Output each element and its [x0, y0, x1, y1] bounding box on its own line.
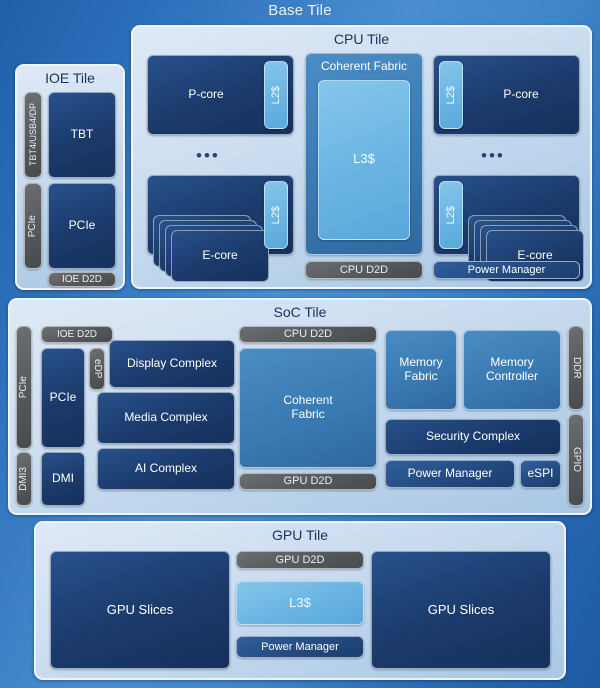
ioe-connector-pcie-label: PCIe — [27, 214, 39, 238]
soc-cpu-d2d[interactable]: CPU D2D — [239, 326, 377, 343]
soc-coherent-fabric-label: Coherent Fabric — [283, 393, 333, 421]
cpu-coherent-fabric[interactable]: Coherent Fabric L3$ — [305, 53, 423, 255]
soc-block-pcie-label: PCIe — [49, 390, 77, 405]
cpu-l3-cache-label: L3$ — [353, 151, 375, 167]
soc-cpu-d2d-label: CPU D2D — [283, 328, 333, 341]
soc-block-memory-controller[interactable]: Memory Controller — [463, 330, 561, 410]
cpu-left-pcore[interactable]: P-core — [153, 87, 259, 102]
cpu-l3-cache[interactable]: L3$ — [318, 79, 410, 240]
ioe-connector-tbt4-label: TBT4/USB4/DP — [27, 103, 38, 167]
cpu-coherent-fabric-label: Coherent Fabric — [320, 59, 408, 73]
gpu-right-slices[interactable]: GPU Slices — [371, 551, 551, 669]
cpu-left-ellipsis: ••• — [196, 146, 220, 165]
cpu-tile[interactable]: CPU Tile P-core L2$ L2$ P-core ••• ••• — [131, 25, 592, 289]
ioe-tile-title: IOE Tile — [45, 70, 95, 86]
soc-block-espi-label: eSPI — [527, 466, 554, 481]
soc-block-edp[interactable]: eDP — [89, 348, 105, 390]
cpu-left-pcore-l2[interactable]: L2$ — [264, 61, 288, 129]
gpu-l3-cache-label: L3$ — [289, 594, 311, 610]
cpu-right-pcore-l2[interactable]: L2$ — [439, 61, 463, 129]
soc-block-media-complex[interactable]: Media Complex — [97, 392, 235, 444]
soc-block-edp-label: eDP — [91, 359, 103, 379]
soc-power-manager-label: Power Manager — [407, 466, 493, 481]
ioe-connector-tbt4[interactable]: TBT4/USB4/DP — [24, 92, 42, 178]
soc-block-ai-complex-label: AI Complex — [134, 461, 198, 476]
soc-connector-pcie[interactable]: PCIe — [16, 326, 32, 449]
cpu-right-ellipsis: ••• — [481, 146, 505, 165]
gpu-power-manager-label: Power Manager — [261, 640, 339, 653]
gpu-left-slices[interactable]: GPU Slices — [50, 551, 230, 669]
cpu-right-ecore-l2[interactable]: L2$ — [439, 181, 463, 249]
cpu-right-pcore-group[interactable]: L2$ P-core — [433, 55, 580, 135]
cpu-right-ecore-group[interactable]: L2$ E-core — [433, 175, 584, 282]
cpu-right-pcore-label: P-core — [503, 87, 539, 102]
cpu-right-pcore[interactable]: P-core — [468, 87, 574, 102]
soc-block-pcie[interactable]: PCIe — [41, 348, 85, 448]
soc-coherent-fabric[interactable]: Coherent Fabric — [239, 348, 377, 468]
cpu-right-ecore-label: E-core — [517, 248, 553, 263]
soc-block-security-complex-label: Security Complex — [425, 429, 521, 444]
soc-block-display-complex-label: Display Complex — [126, 356, 218, 371]
soc-block-dmi[interactable]: DMI — [41, 452, 85, 506]
cpu-power-manager-label: Power Manager — [467, 263, 546, 276]
soc-connector-dmi3-label: DMI3 — [18, 467, 30, 491]
soc-gpu-d2d-label: GPU D2D — [283, 475, 333, 488]
soc-block-media-complex-label: Media Complex — [124, 410, 208, 425]
gpu-right-slices-label: GPU Slices — [427, 601, 495, 617]
soc-ioe-d2d-label: IOE D2D — [56, 328, 97, 340]
soc-connector-ddr[interactable]: DDR — [568, 326, 584, 410]
gpu-power-manager[interactable]: Power Manager — [236, 636, 364, 658]
soc-tile[interactable]: SoC Tile PCIe DMI3 DDR GPIO IOE D2D PCIe… — [8, 298, 592, 515]
cpu-left-ecore-group[interactable]: E-core L2$ — [147, 175, 294, 282]
gpu-left-slices-label: GPU Slices — [106, 601, 174, 617]
gpu-tile-title: GPU Tile — [271, 527, 328, 543]
soc-power-manager[interactable]: Power Manager — [385, 460, 515, 488]
gpu-d2d-label: GPU D2D — [275, 553, 325, 566]
ioe-connector-pcie[interactable]: PCIe — [24, 183, 42, 269]
ioe-d2d-label: IOE D2D — [61, 273, 102, 285]
ioe-d2d[interactable]: IOE D2D — [48, 272, 116, 287]
soc-tile-title: SoC Tile — [273, 304, 327, 320]
gpu-d2d[interactable]: GPU D2D — [236, 551, 364, 569]
cpu-right-ecore-l2-label: L2$ — [444, 205, 457, 225]
soc-block-espi[interactable]: eSPI — [520, 460, 561, 488]
ioe-block-pcie-label: PCIe — [68, 218, 96, 233]
cpu-left-pcore-group[interactable]: P-core L2$ — [147, 55, 294, 135]
soc-gpu-d2d[interactable]: GPU D2D — [239, 473, 377, 490]
cpu-left-ecore-l2[interactable]: L2$ — [264, 181, 288, 249]
cpu-d2d-label: CPU D2D — [339, 263, 389, 276]
cpu-tile-title: CPU Tile — [333, 31, 390, 47]
soc-connector-dmi3[interactable]: DMI3 — [16, 452, 32, 506]
cpu-left-ecore-label: E-core — [202, 248, 238, 263]
soc-block-memory-fabric-label: Memory Fabric — [399, 355, 443, 383]
gpu-l3-cache[interactable]: L3$ — [236, 581, 364, 625]
cpu-right-pcore-l2-label: L2$ — [444, 85, 457, 105]
ioe-tile[interactable]: IOE Tile TBT4/USB4/DP PCIe TBT PCIe IOE … — [15, 64, 125, 290]
soc-block-memory-controller-label: Memory Controller — [485, 355, 539, 383]
gpu-tile[interactable]: GPU Tile GPU Slices GPU D2D L3$ Power Ma… — [34, 521, 566, 680]
cpu-d2d[interactable]: CPU D2D — [305, 261, 423, 279]
cpu-left-ecore[interactable]: E-core — [171, 230, 269, 282]
ioe-block-tbt-label: TBT — [70, 127, 94, 142]
soc-block-display-complex[interactable]: Display Complex — [109, 340, 235, 388]
soc-ioe-d2d[interactable]: IOE D2D — [41, 326, 113, 343]
soc-block-memory-fabric[interactable]: Memory Fabric — [385, 330, 457, 410]
soc-block-dmi-label: DMI — [52, 471, 74, 486]
ioe-block-tbt[interactable]: TBT — [48, 92, 116, 178]
cpu-left-pcore-l2-label: L2$ — [269, 85, 282, 105]
soc-block-ai-complex[interactable]: AI Complex — [97, 448, 235, 490]
cpu-power-manager[interactable]: Power Manager — [433, 261, 580, 279]
soc-connector-gpio-label: GPIO — [570, 447, 582, 473]
cpu-left-pcore-label: P-core — [188, 87, 224, 102]
soc-block-security-complex[interactable]: Security Complex — [385, 419, 561, 455]
soc-connector-ddr-label: DDR — [570, 357, 582, 379]
cpu-left-ecore-l2-label: L2$ — [269, 205, 282, 225]
base-tile-title: Base Tile — [268, 2, 332, 19]
soc-connector-pcie-label: PCIe — [18, 376, 30, 399]
soc-connector-gpio[interactable]: GPIO — [568, 414, 584, 506]
ioe-block-pcie[interactable]: PCIe — [48, 183, 116, 269]
